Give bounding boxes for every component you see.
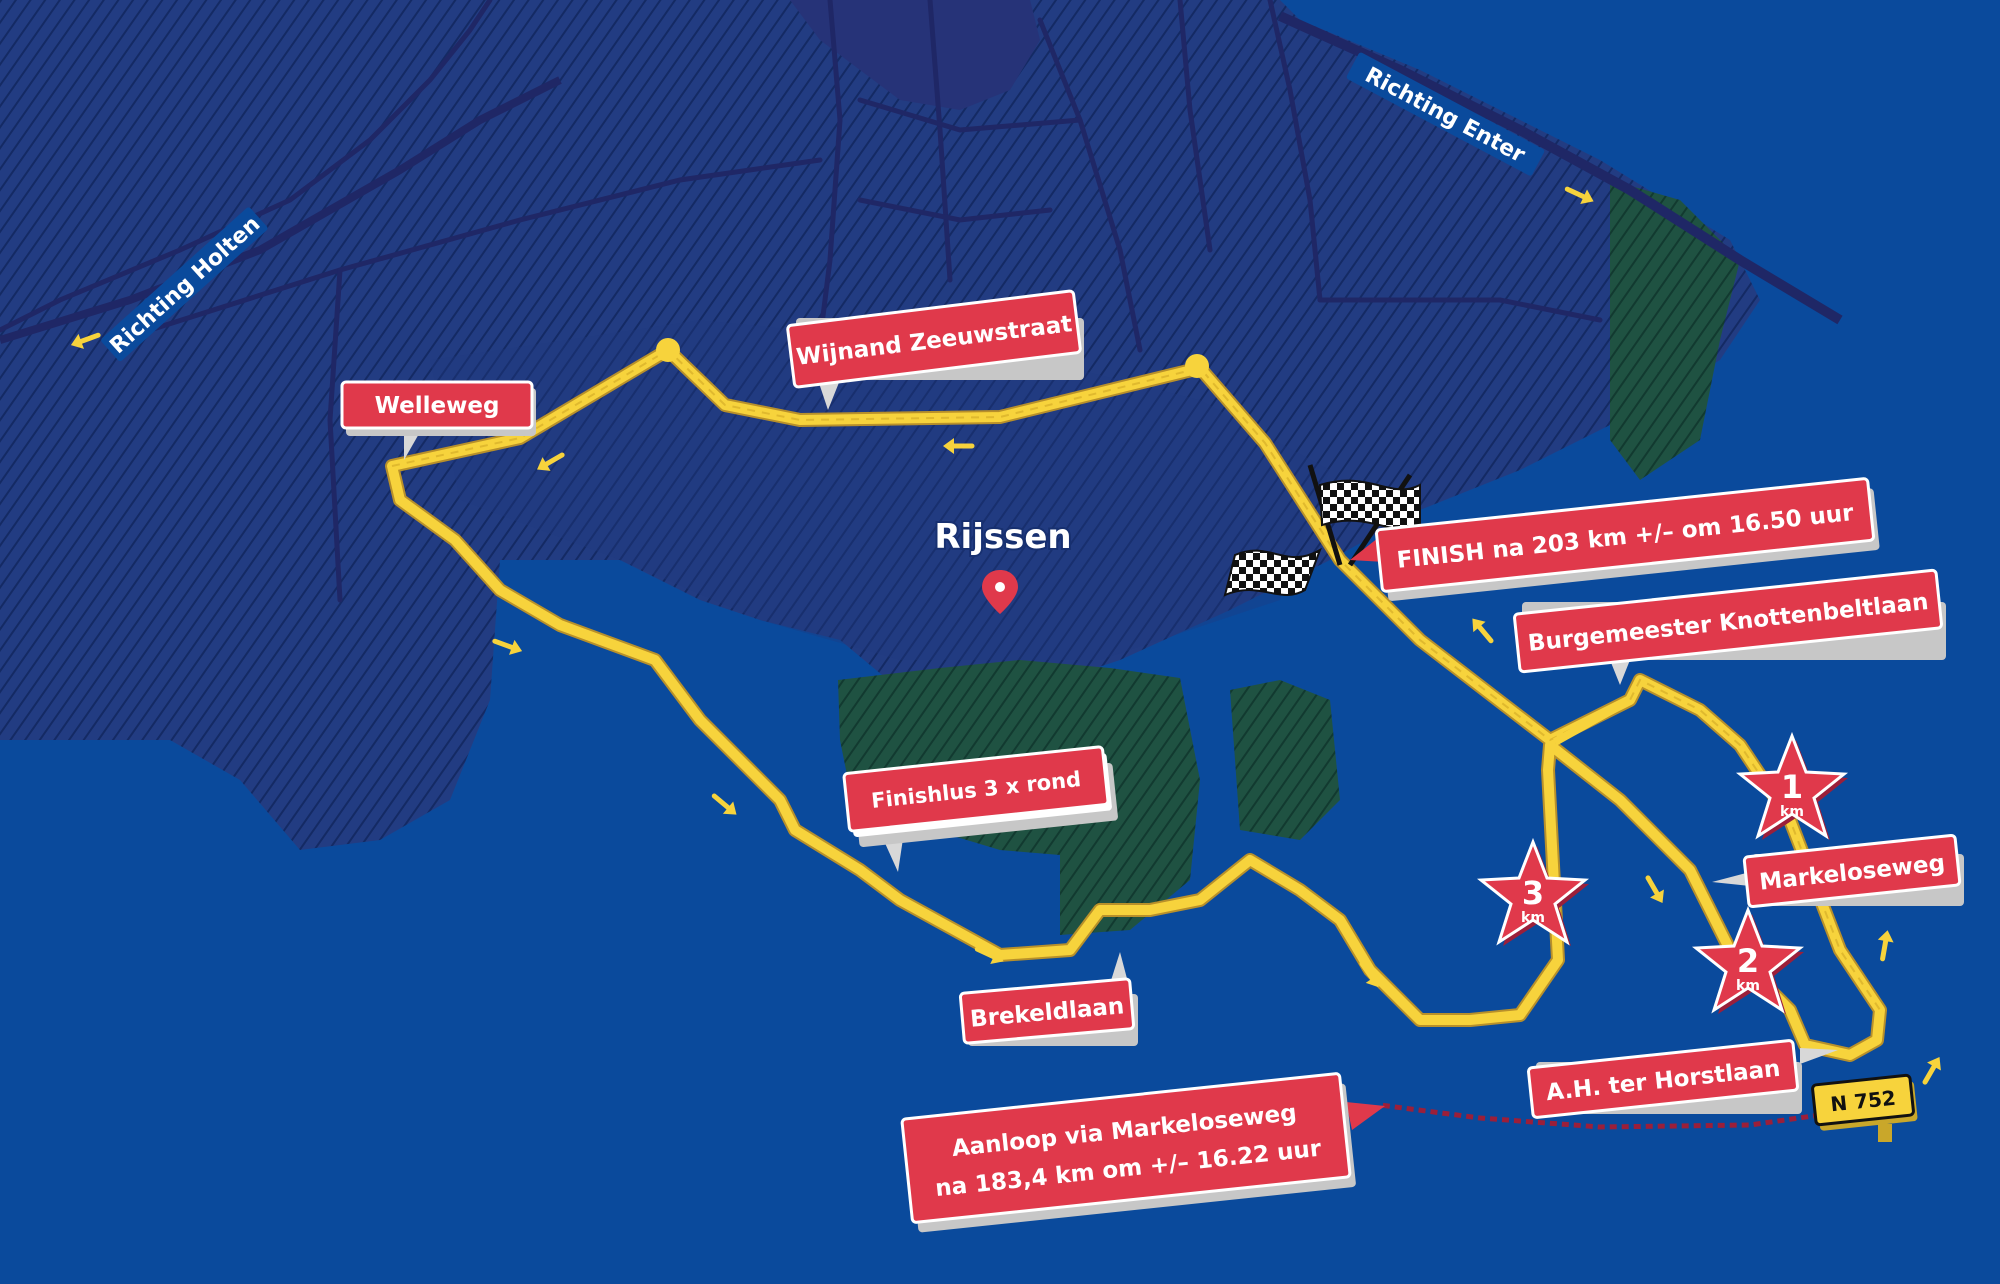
street-label-ter-horstlaan: A.H. ter Horstlaan bbox=[1527, 1039, 1838, 1119]
city-inner-land bbox=[430, 320, 1330, 660]
city-name: Rijssen bbox=[934, 517, 1071, 557]
street-label-knottenbeltlaan: Burgemeester Knottenbeltlaan bbox=[1513, 568, 1946, 685]
finishlus-callout: Finishlus 3 x rond bbox=[842, 745, 1118, 872]
checkered-flag-icon bbox=[1223, 464, 1421, 597]
km-marker-3-num: 3 bbox=[1522, 874, 1544, 912]
km-marker-3-unit: km bbox=[1521, 910, 1545, 926]
street-label-wijnand-zeeuwstraat: Wijnand Zeeuwstraat bbox=[786, 289, 1084, 410]
forest-area-east bbox=[1610, 180, 1740, 480]
city-marker: Rijssen bbox=[932, 515, 1074, 614]
finish-loop-route bbox=[385, 338, 1887, 1062]
aanloop-route bbox=[1379, 1102, 1821, 1130]
minor-roads bbox=[0, 0, 1603, 603]
aanloop-callout: Aanloop via Markeloseweg na 183,4 km om … bbox=[900, 1072, 1385, 1233]
km-marker-1-num: 1 bbox=[1781, 768, 1803, 806]
road-shield-n752: N 752 bbox=[1811, 1073, 1918, 1142]
lake bbox=[790, 0, 1040, 110]
km-marker-2-num: 2 bbox=[1737, 942, 1759, 980]
km-marker-2-unit: km bbox=[1736, 978, 1760, 994]
street-label-brekeldlaan: Brekeldlaan bbox=[958, 952, 1138, 1046]
km-marker-3: 3 km bbox=[1476, 837, 1590, 946]
finish-callout: FINISH na 203 km +/– om 16.50 uur bbox=[1350, 477, 1880, 601]
km-marker-1-unit: km bbox=[1780, 804, 1804, 820]
km-marker-1: 1 km bbox=[1735, 731, 1849, 840]
highway-holten bbox=[0, 76, 562, 344]
km-marker-2: 2 km bbox=[1691, 905, 1805, 1014]
forest-area-south bbox=[1230, 680, 1340, 840]
street-text-welleweg: Welleweg bbox=[375, 393, 500, 419]
highway-enter bbox=[1277, 11, 1843, 325]
street-label-markeloseweg: Markeloseweg bbox=[1712, 833, 1964, 909]
street-label-welleweg: Welleweg bbox=[340, 380, 536, 460]
